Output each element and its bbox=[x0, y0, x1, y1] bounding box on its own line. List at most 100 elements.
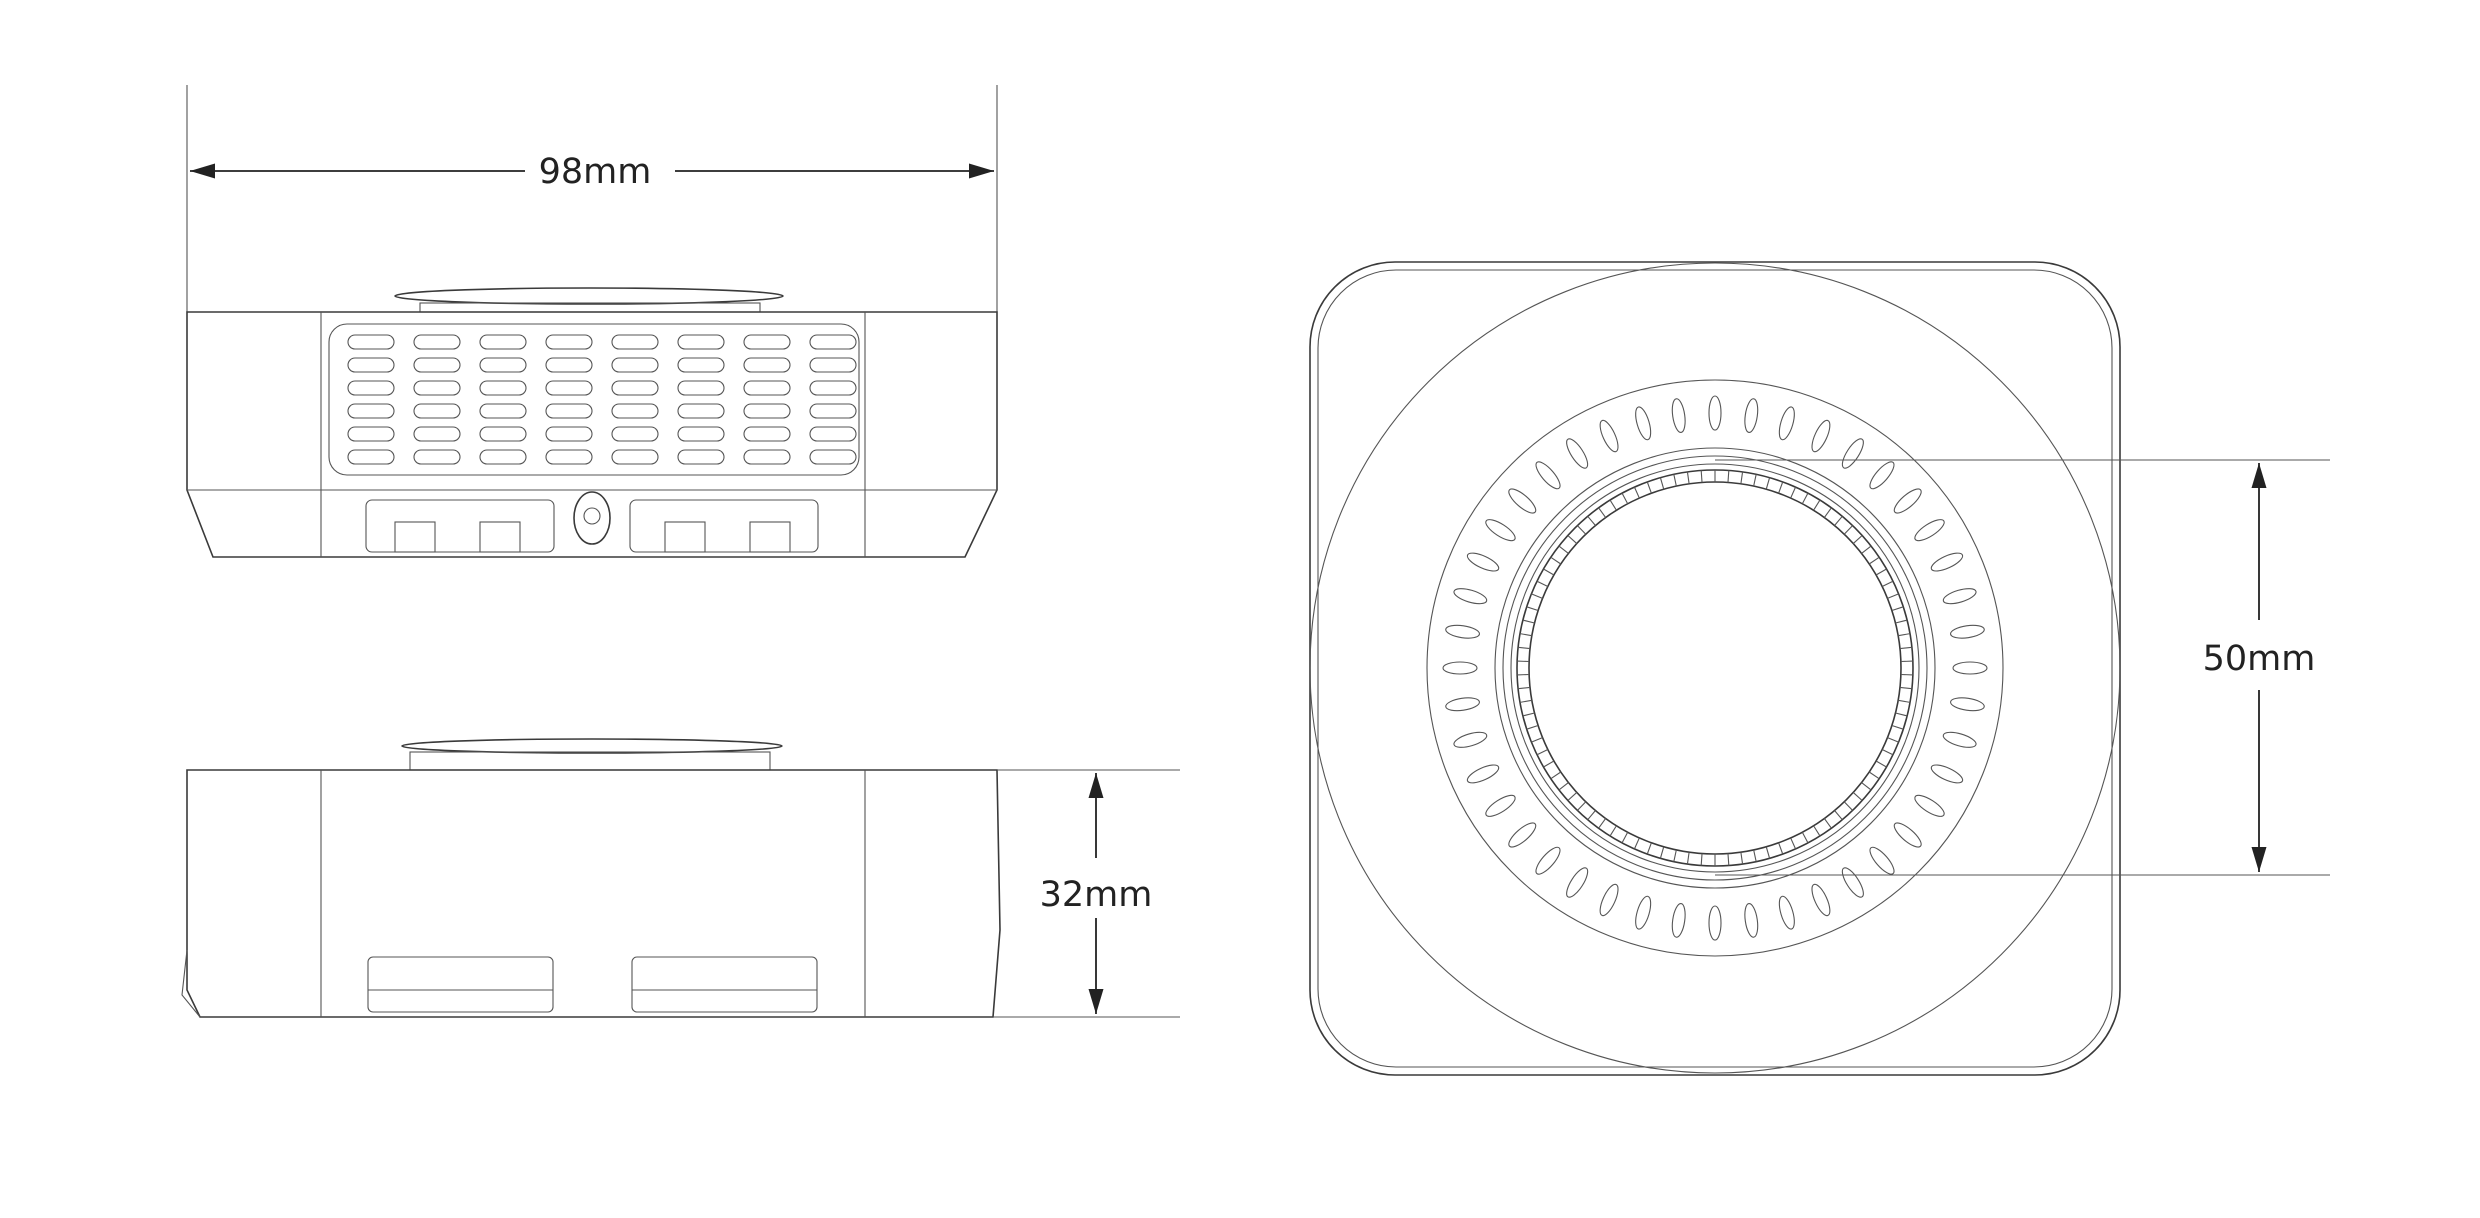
vent-slot bbox=[413, 449, 461, 465]
ring-slot bbox=[1744, 398, 1759, 433]
vent-slot bbox=[545, 380, 593, 396]
inner-circle bbox=[1528, 481, 1902, 855]
vent-slot bbox=[677, 334, 725, 350]
screw-icon bbox=[573, 491, 611, 545]
diameter-label: 50mm bbox=[2203, 639, 2316, 679]
ring-slot bbox=[1914, 794, 1945, 817]
knurl-tooth bbox=[1813, 825, 1821, 837]
knurl-tooth bbox=[1875, 760, 1887, 768]
vent-slot bbox=[677, 449, 725, 465]
vent-slot bbox=[479, 334, 527, 350]
ring-slot bbox=[1778, 406, 1795, 441]
knurl-tooth bbox=[1727, 470, 1730, 483]
vent-slot bbox=[611, 334, 659, 350]
knurl-tooth bbox=[1843, 801, 1853, 811]
ring-slot bbox=[1599, 883, 1619, 917]
knurl-tooth bbox=[1868, 556, 1880, 565]
knurl-tooth bbox=[1899, 646, 1912, 650]
ring-slot bbox=[1841, 438, 1864, 469]
knurl-tooth bbox=[1646, 481, 1652, 494]
knurl-tooth bbox=[1587, 810, 1596, 821]
knurl-tooth bbox=[1778, 842, 1784, 855]
knurl-tooth bbox=[1577, 801, 1587, 811]
ring-slot bbox=[1485, 794, 1516, 817]
knurl-tooth bbox=[1673, 474, 1677, 487]
ring-slot bbox=[1445, 624, 1480, 639]
knob-side bbox=[401, 738, 783, 754]
ring-slot bbox=[1453, 588, 1488, 605]
ring-slot bbox=[1535, 846, 1561, 875]
knurl-tooth bbox=[1875, 568, 1887, 576]
vent-ring-outer bbox=[1426, 379, 2004, 957]
ring-slot bbox=[1744, 903, 1759, 938]
vent-slot bbox=[743, 426, 791, 442]
knurl-tooth bbox=[1891, 724, 1904, 730]
clip bbox=[181, 949, 201, 1018]
ring-slot bbox=[1566, 438, 1589, 469]
vent-slot bbox=[479, 380, 527, 396]
vent-slot bbox=[545, 334, 593, 350]
knurl-tooth bbox=[1609, 499, 1617, 511]
knurl-tooth bbox=[1740, 852, 1744, 865]
ring-slot bbox=[1811, 883, 1831, 917]
knurl-tooth bbox=[1536, 580, 1549, 587]
knurl-tooth bbox=[1834, 515, 1843, 526]
vent-slot bbox=[347, 380, 395, 396]
vent-slot bbox=[809, 449, 857, 465]
knurl-tooth bbox=[1609, 825, 1617, 837]
knurl-tooth bbox=[1700, 853, 1703, 866]
screw-head bbox=[583, 507, 601, 525]
ring bbox=[1502, 455, 1928, 881]
connector-pin bbox=[664, 521, 706, 553]
vent-slot bbox=[611, 357, 659, 373]
knurl-tooth bbox=[1621, 831, 1629, 844]
housing-outline bbox=[1309, 261, 2121, 1076]
knurl-tooth bbox=[1518, 686, 1531, 690]
ring-slot bbox=[1671, 398, 1686, 433]
vent-slots bbox=[347, 334, 857, 465]
knurl-tooth bbox=[1550, 771, 1562, 780]
ring-slot bbox=[1841, 867, 1864, 898]
vent-slot bbox=[809, 426, 857, 442]
knurl-tooth bbox=[1587, 515, 1596, 526]
knurl-tooth bbox=[1790, 837, 1797, 850]
knurl-tooth bbox=[1673, 849, 1677, 862]
vent-slot bbox=[809, 380, 857, 396]
knurl-tooth bbox=[1895, 619, 1908, 624]
ring-slot bbox=[1952, 661, 1988, 675]
knurl-tooth bbox=[1898, 699, 1911, 703]
ring-slot bbox=[1485, 519, 1516, 542]
ring-slot bbox=[1708, 395, 1722, 431]
ring-slot bbox=[1635, 895, 1652, 930]
ring-slot bbox=[1566, 867, 1589, 898]
knurl-tooth bbox=[1765, 477, 1771, 490]
connector-right bbox=[629, 499, 819, 553]
knurl-tooth bbox=[1898, 633, 1911, 637]
vent-slot bbox=[743, 380, 791, 396]
vent-slot bbox=[611, 380, 659, 396]
vent-slot bbox=[347, 403, 395, 419]
knurl-tooth bbox=[1567, 535, 1578, 544]
ring-slot bbox=[1535, 461, 1561, 490]
connector-left bbox=[365, 499, 555, 553]
ring-slot bbox=[1942, 731, 1977, 748]
vent-slot bbox=[611, 403, 659, 419]
knurled-ring bbox=[1516, 469, 1914, 867]
knurl-tooth bbox=[1790, 486, 1797, 499]
ring-slot bbox=[1442, 661, 1478, 675]
knurl-tooth bbox=[1543, 760, 1555, 768]
vent-slot bbox=[743, 449, 791, 465]
height-label: 32mm bbox=[1040, 875, 1153, 915]
vent-slot bbox=[809, 334, 857, 350]
vent-slot bbox=[479, 426, 527, 442]
knurl-tooth bbox=[1686, 852, 1690, 865]
vent-slot bbox=[743, 403, 791, 419]
vent-slot bbox=[743, 334, 791, 350]
vent-slot bbox=[611, 426, 659, 442]
vent-slot bbox=[479, 357, 527, 373]
knurl-tooth bbox=[1823, 507, 1832, 518]
connector-pin bbox=[749, 521, 791, 553]
knurl-tooth bbox=[1646, 842, 1652, 855]
knurl-tooth bbox=[1861, 545, 1872, 554]
vent-slot bbox=[413, 334, 461, 350]
